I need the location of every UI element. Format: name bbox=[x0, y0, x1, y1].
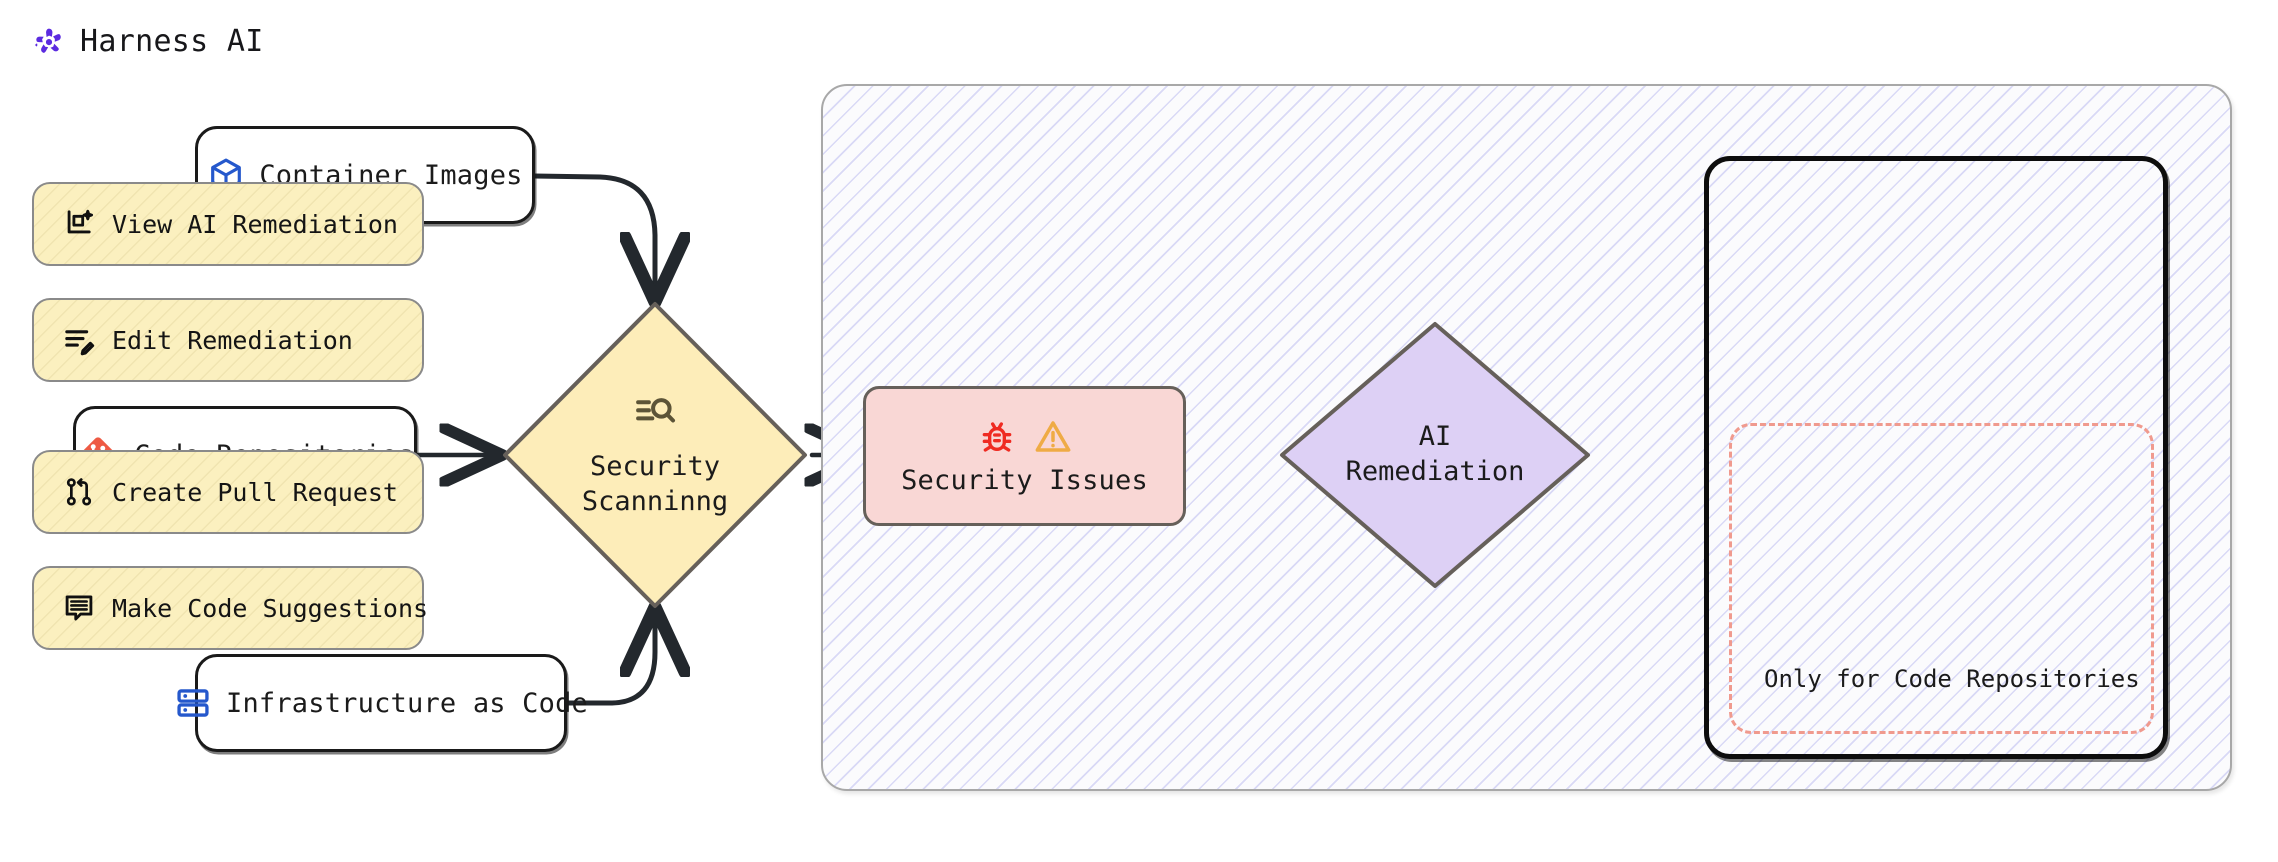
security-scanning-node[interactable]: Security Scanninng bbox=[498, 297, 812, 613]
harness-ai-title: Harness AI bbox=[32, 24, 264, 59]
security-issues-icon-group bbox=[977, 417, 1073, 457]
ai-remediation-diamond-shape bbox=[1280, 322, 1590, 588]
action-label-edit-remediation: Edit Remediation bbox=[112, 325, 353, 355]
warning-triangle-icon bbox=[1035, 420, 1070, 452]
server-stack-icon bbox=[177, 689, 209, 717]
security-scanning-diamond-shape bbox=[503, 302, 807, 608]
source-node-infrastructure-as-code[interactable]: Infrastructure as Code bbox=[177, 654, 588, 752]
action-button-view-ai-remediation[interactable]: View AI Remediation bbox=[32, 182, 424, 266]
pull-request-icon bbox=[66, 478, 92, 506]
security-issues-label: Security Issues bbox=[901, 464, 1148, 496]
code-repo-only-group bbox=[1729, 423, 2154, 734]
source-label-infrastructure-as-code: Infrastructure as Code bbox=[225, 687, 589, 719]
action-button-edit-remediation[interactable]: Edit Remediation bbox=[32, 298, 424, 382]
action-label-view-ai-remediation: View AI Remediation bbox=[112, 209, 398, 239]
harness-ai-title-label: Harness AI bbox=[80, 24, 264, 59]
ai-remediation-node[interactable]: AI Remediation bbox=[1276, 318, 1594, 592]
security-issues-node[interactable]: Security Issues bbox=[863, 386, 1186, 526]
action-button-make-code-suggestions[interactable]: Make Code Suggestions bbox=[32, 566, 428, 650]
bug-icon bbox=[982, 421, 1011, 452]
source-node-container-images[interactable]: Container Images bbox=[195, 126, 535, 224]
action-label-make-code-suggestions: Make Code Suggestions bbox=[112, 593, 429, 623]
action-label-create-pull-request: Create Pull Request bbox=[112, 477, 398, 507]
action-button-create-pull-request[interactable]: Create Pull Request bbox=[32, 450, 424, 534]
lines-pencil-icon bbox=[65, 330, 95, 356]
edge-container-images-to-scanning bbox=[531, 173, 655, 297]
remediation-actions-panel bbox=[1704, 156, 2168, 759]
sparkle-document-icon bbox=[67, 209, 94, 234]
harness-pinwheel-icon bbox=[34, 28, 61, 53]
code-repo-only-caption: Only for Code Repositories bbox=[1764, 665, 2140, 693]
comment-lines-icon bbox=[65, 595, 93, 621]
